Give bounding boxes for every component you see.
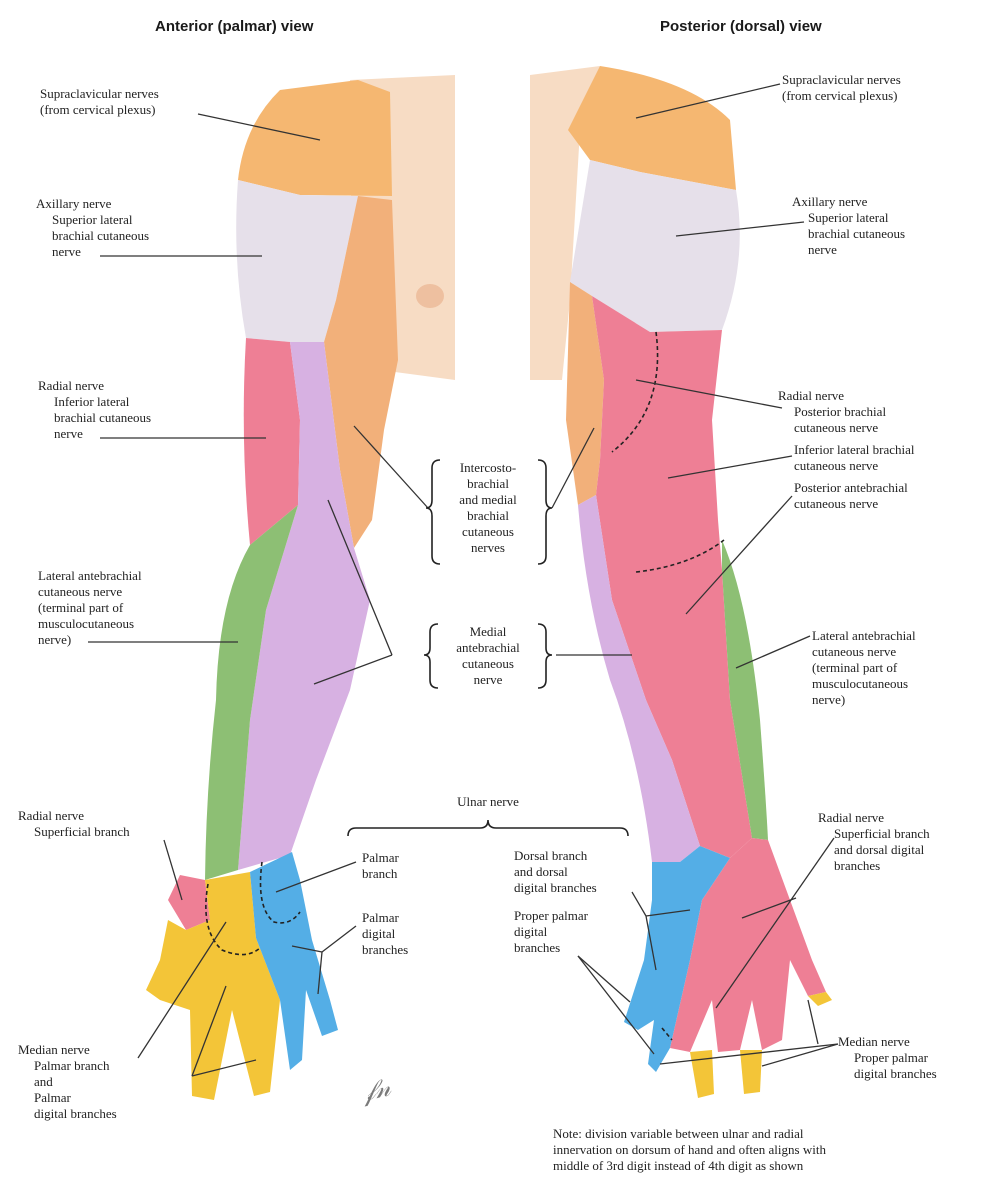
posterior-median-tip-1 — [690, 1050, 714, 1098]
medial-right-brace — [538, 624, 552, 688]
ulnar-nerve-label: Ulnar nerve — [430, 794, 546, 810]
anterior-radial-superficial-zone — [168, 875, 210, 930]
artist-signature: 𝒻𝓃 — [360, 1072, 393, 1108]
posterior-view-title: Posterior (dorsal) view — [660, 18, 822, 35]
posterior-median-tip-2 — [740, 1050, 762, 1094]
ulnar-brace — [348, 820, 628, 836]
supraclavicular-label-left: Supraclavicular nerves(from cervical ple… — [40, 86, 159, 118]
supraclavicular-label-right: Supraclavicular nerves(from cervical ple… — [782, 72, 901, 104]
division-note: Note: division variable between ulnar an… — [553, 1126, 826, 1174]
intercosto-right-brace — [538, 460, 552, 564]
medial-left-brace — [424, 624, 438, 688]
anterior-arm — [146, 75, 455, 1100]
anterior-view-title: Anterior (palmar) view — [155, 18, 313, 35]
intercosto-left-brace — [426, 460, 440, 564]
anterior-nipple — [416, 284, 444, 308]
anterior-supraclavicular-zone — [238, 80, 392, 196]
